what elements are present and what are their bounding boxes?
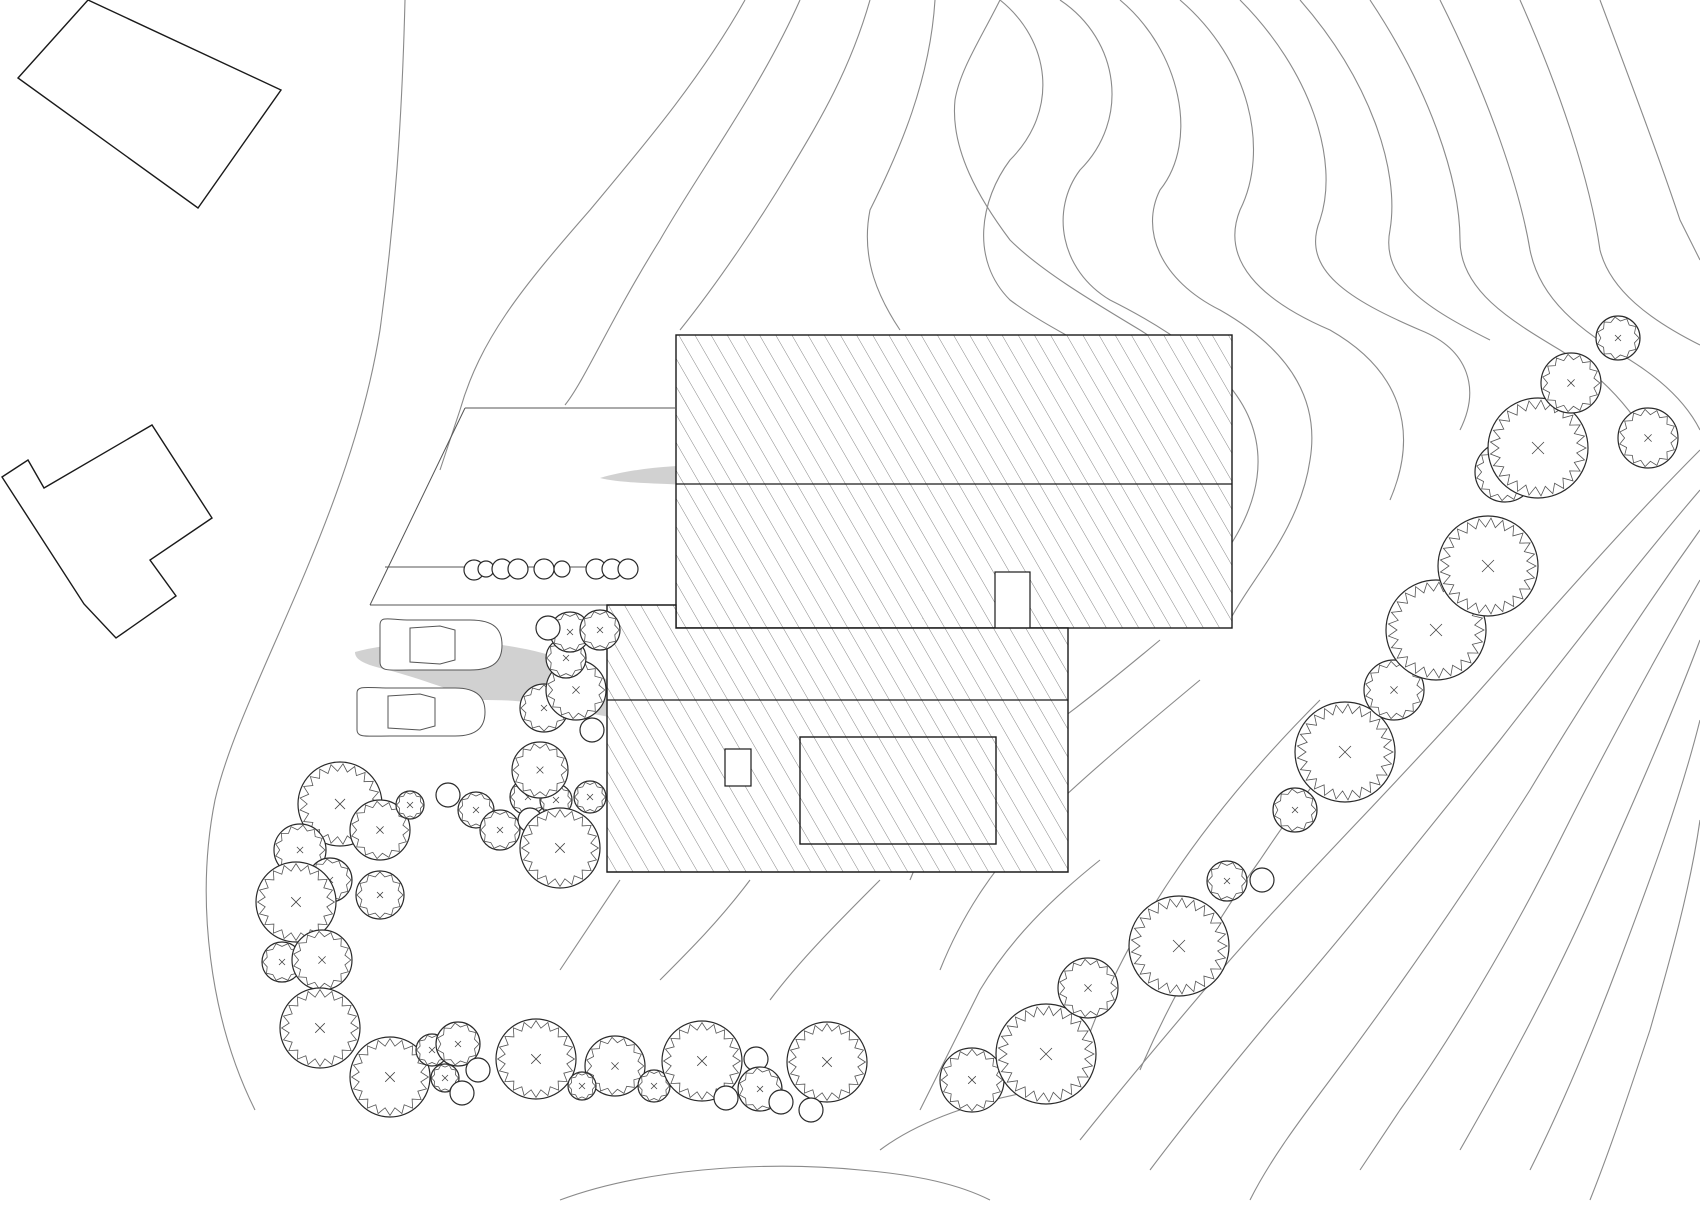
contour-line <box>679 0 871 331</box>
neighbor-building <box>1 424 213 639</box>
contour-line <box>1359 579 1700 1171</box>
contour-line <box>866 0 936 331</box>
tree <box>617 558 639 580</box>
tree <box>567 1071 597 1101</box>
contour-line <box>1249 529 1700 1201</box>
tree <box>1595 315 1641 361</box>
contour-line <box>205 0 406 1111</box>
contour-line <box>769 879 881 1001</box>
contour-line <box>564 0 801 406</box>
tree <box>1057 957 1119 1019</box>
contour-line <box>1149 489 1700 1171</box>
tree <box>713 1085 739 1111</box>
main-building-lower <box>606 604 1069 873</box>
tree <box>579 609 621 651</box>
contour-line <box>439 0 746 471</box>
tree <box>768 1089 794 1115</box>
tree <box>279 987 361 1069</box>
contour-line <box>1079 449 1700 1141</box>
trees <box>255 315 1679 1123</box>
contour-line <box>1599 0 1700 261</box>
cars <box>356 618 503 737</box>
tree <box>519 807 601 889</box>
tree <box>573 780 607 814</box>
contour-line <box>1079 699 1321 1061</box>
chimney <box>724 748 752 787</box>
tree <box>553 560 571 578</box>
tree <box>995 1003 1097 1105</box>
contour-line <box>1119 0 1313 621</box>
roof-upper <box>675 334 1233 629</box>
contour-line <box>659 879 751 981</box>
tree <box>395 790 425 820</box>
tree <box>584 1035 646 1097</box>
contour-line <box>1519 0 1700 346</box>
tree <box>349 799 411 861</box>
tree <box>579 717 605 743</box>
tree <box>349 1036 431 1118</box>
tree <box>291 929 353 991</box>
contour-line <box>1459 639 1700 1151</box>
roof-lower <box>606 604 1069 873</box>
tree <box>449 1080 475 1106</box>
tree <box>637 1069 671 1103</box>
tree <box>507 558 529 580</box>
neighbor-buildings <box>1 0 283 639</box>
contour-line <box>1369 0 1661 461</box>
contour-line <box>983 0 1141 381</box>
contour-line <box>1299 0 1491 341</box>
tree <box>435 782 461 808</box>
tree <box>465 1057 491 1083</box>
tree <box>1437 515 1539 617</box>
contour-line <box>559 879 621 971</box>
tree <box>255 861 337 943</box>
car <box>379 618 503 671</box>
tree <box>479 809 521 851</box>
tree <box>355 870 405 920</box>
chimney <box>994 571 1031 635</box>
tree <box>261 941 303 983</box>
main-building-upper <box>675 334 1233 635</box>
contour-line <box>1239 0 1471 431</box>
contour-line <box>1439 0 1700 431</box>
car <box>356 686 486 737</box>
tree <box>1617 407 1679 469</box>
tree <box>1294 701 1396 803</box>
tree <box>1487 397 1589 499</box>
tree <box>1206 860 1248 902</box>
tree <box>533 558 555 580</box>
tree <box>435 1021 481 1067</box>
tree <box>786 1021 868 1103</box>
tree <box>511 741 569 799</box>
tree <box>798 1097 824 1123</box>
contour-line <box>1179 0 1404 501</box>
tree <box>1540 352 1602 414</box>
tree <box>1249 867 1275 893</box>
driveway-edge <box>369 407 466 606</box>
tree <box>939 1047 1005 1113</box>
neighbor-building <box>16 0 283 209</box>
tree <box>1272 787 1318 833</box>
tree <box>495 1018 577 1100</box>
contour-line <box>1589 819 1700 1201</box>
tree <box>535 615 561 641</box>
tree <box>1128 895 1230 997</box>
contour-line <box>1059 0 1259 561</box>
contour-line <box>559 1165 991 1201</box>
contour-line <box>919 859 1101 1111</box>
contour-line <box>1529 719 1700 1171</box>
skylight <box>799 736 997 845</box>
